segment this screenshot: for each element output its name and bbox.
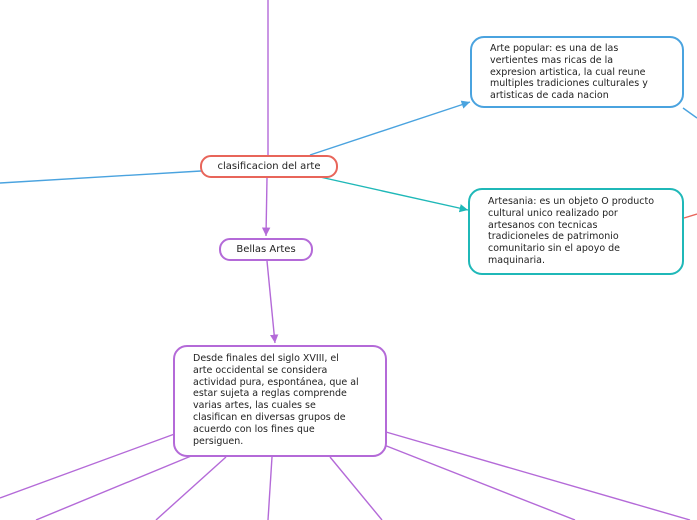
connector-desde-branch-7 <box>385 431 691 520</box>
artesania-node[interactable]: Artesania: es un objeto O producto cultu… <box>468 188 684 275</box>
central-topic-node[interactable]: clasificacion del arte <box>200 155 338 178</box>
connector-desde-branch-1 <box>0 431 181 499</box>
desde-finales-node[interactable]: Desde finales del siglo XVIII, el arte o… <box>173 345 387 457</box>
connector-artesania-out <box>683 213 697 219</box>
connector-desde-branch-3 <box>155 456 227 520</box>
connector-central-to-artesania <box>319 176 469 213</box>
connector-bellas-artes-to-desde <box>266 260 279 344</box>
central-topic-label: clasificacion del arte <box>217 160 321 172</box>
connector-central-to-arte-popular <box>309 100 471 156</box>
desde-finales-text: Desde finales del siglo XVIII, el arte o… <box>193 353 359 447</box>
connector-desde-branch-5 <box>329 456 383 520</box>
arte-popular-text: Arte popular: es una de las vertientes m… <box>490 43 648 102</box>
connector-arte-popular-out <box>682 107 697 119</box>
connector-central-to-bellas-artes <box>261 177 271 237</box>
bellas-artes-node[interactable]: Bellas Artes <box>219 238 313 261</box>
connector-desde-branch-2 <box>35 453 197 520</box>
artesania-text: Artesania: es un objeto O producto cultu… <box>488 196 655 266</box>
connector-desde-branch-6 <box>383 444 576 520</box>
arte-popular-node[interactable]: Arte popular: es una de las vertientes m… <box>470 36 684 108</box>
bellas-artes-label: Bellas Artes <box>236 243 296 255</box>
connector-desde-branch-4 <box>267 456 273 520</box>
connector-left-to-central <box>0 170 202 184</box>
